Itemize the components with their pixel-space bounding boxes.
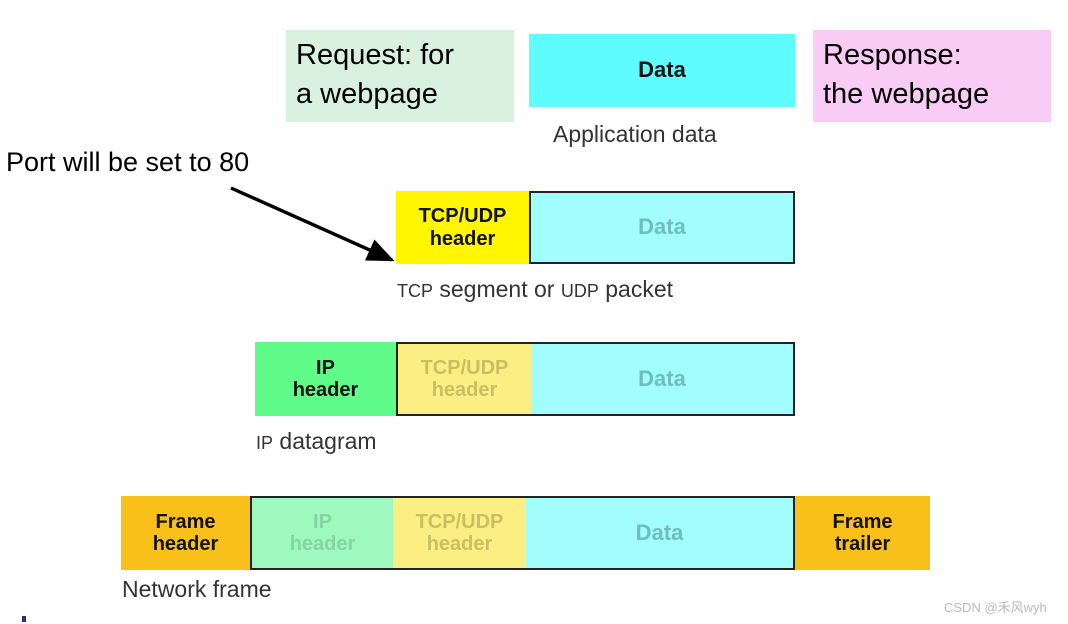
caption-transport-udp: UDP [560,281,599,301]
link-frame-header-box: Frame header [121,496,250,570]
caption-application-data: Application data [553,121,717,148]
network-row: IP header TCP/UDP header Data [255,342,795,416]
link-ip-header-box: IP header [252,498,393,568]
caption-network-ip: IP [256,433,274,453]
network-data-box: Data [531,344,793,414]
network-ip-header-box: IP header [255,342,396,416]
caption-network: IP datagram [256,428,377,455]
network-tcp-udp-header-box: TCP/UDP header [398,344,531,414]
caption-application-text: Application data [553,121,717,147]
link-row: Frame header IP header TCP/UDP header Da… [121,496,930,570]
transport-row: TCP/UDP header Data [396,191,795,264]
caption-transport: TCP segment or UDP packet [397,276,673,303]
link-tcp-udp-header-box: TCP/UDP header [393,498,526,568]
annotation-request-callout: Request: for a webpage [286,30,514,122]
annotation-response-callout: Response: the webpage [813,30,1051,122]
link-data-box: Data [526,498,793,568]
network-encapsulated-group: TCP/UDP header Data [396,342,795,416]
caption-transport-mid: segment or [433,276,561,302]
caption-transport-post: packet [598,276,674,302]
application-data-box: Data [529,34,795,107]
caption-link-text: Network frame [122,576,272,602]
caption-transport-tcp: TCP [397,281,433,301]
link-frame-trailer-box: Frame trailer [795,496,930,570]
link-encapsulated-group: IP header TCP/UDP header Data [250,496,795,570]
caption-link: Network frame [122,576,272,603]
pointer-arrow-to-tcp-header [230,186,395,262]
csdn-watermark: CSDN @禾风wyh [944,600,1047,615]
image-artifact-speck [22,616,26,622]
transport-data-box: Data [529,191,795,264]
caption-network-post: datagram [273,428,377,454]
transport-tcp-udp-header-box: TCP/UDP header [396,191,529,264]
annotation-port-note: Port will be set to 80 [6,147,250,177]
